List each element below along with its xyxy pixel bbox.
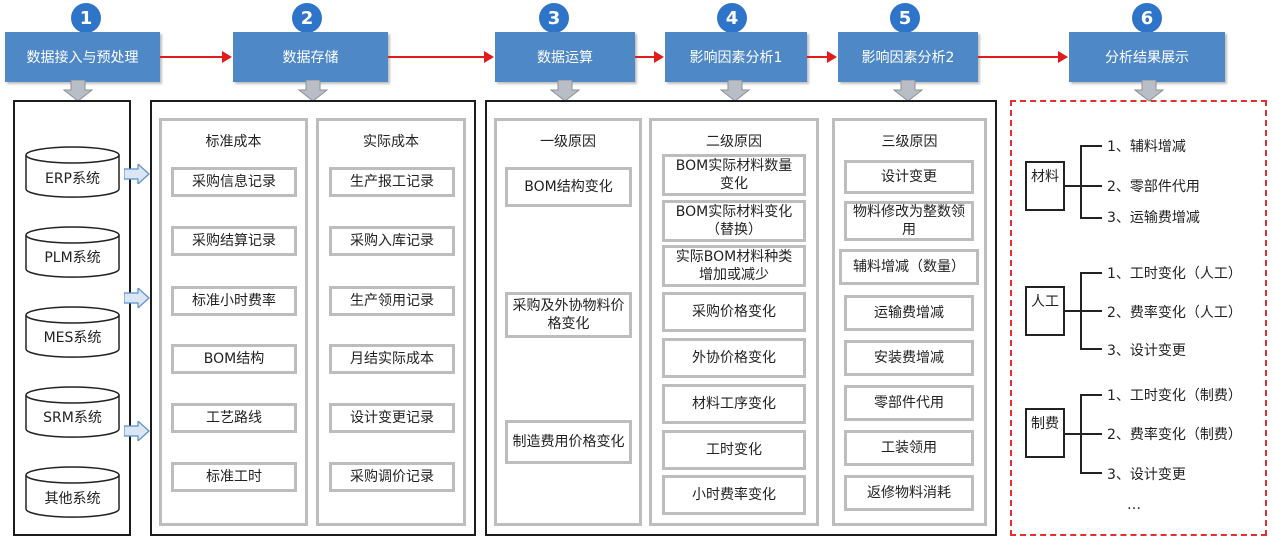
right-arrow-icon bbox=[124, 288, 150, 308]
result-item: 3、设计变更 bbox=[1107, 467, 1186, 483]
stage-data-computation: 数据运算 bbox=[495, 32, 635, 82]
result-item: 3、设计变更 bbox=[1107, 343, 1186, 359]
actual-cost-item: 月结实际成本 bbox=[329, 344, 455, 374]
standard-cost-item: BOM结构 bbox=[171, 344, 297, 374]
level1-reason-item: BOM结构变化 bbox=[505, 167, 632, 207]
level3-reason-title: 三级原因 bbox=[881, 134, 938, 150]
actual-cost-item: 设计变更记录 bbox=[329, 403, 455, 433]
step-3-badge: 3 bbox=[539, 3, 569, 33]
stage-data-ingestion: 数据接入与预处理 bbox=[5, 32, 160, 82]
level3-reason-item: 设计变更 bbox=[844, 160, 974, 194]
step-1-badge: 1 bbox=[71, 3, 101, 33]
level3-reason-item: 零部件代用 bbox=[844, 385, 974, 421]
result-item: 3、运输费增减 bbox=[1107, 210, 1200, 226]
result-category: 制费 bbox=[1025, 408, 1065, 458]
down-arrow-4 bbox=[720, 80, 750, 102]
database-icon bbox=[25, 466, 120, 518]
system-label: PLM系统 bbox=[44, 250, 101, 266]
step-2-badge: 2 bbox=[292, 3, 322, 33]
level2-reason-item: 材料工序变化 bbox=[662, 384, 806, 424]
level2-reason-title: 二级原因 bbox=[706, 134, 762, 150]
stage-factor-analysis-1: 影响因素分析1 bbox=[665, 32, 807, 82]
result-item: 1、工时变化（人工） bbox=[1107, 266, 1242, 282]
level3-reason-item: 工装领用 bbox=[844, 430, 974, 466]
result-item: 2、费率变化（制费） bbox=[1107, 427, 1242, 443]
stage-result-display: 分析结果展示 bbox=[1069, 32, 1225, 82]
standard-cost-item: 采购结算记录 bbox=[171, 226, 297, 256]
level3-reason-item: 辅料增减（数量） bbox=[839, 249, 979, 285]
actual-cost-item: 采购入库记录 bbox=[329, 226, 455, 256]
standard-cost-item: 工艺路线 bbox=[171, 403, 297, 433]
system-label: 其他系统 bbox=[44, 491, 101, 507]
level1-reason-item: 采购及外协物料价格变化 bbox=[505, 292, 632, 338]
step-6-badge: 6 bbox=[1132, 3, 1162, 33]
level1-reason-item: 制造费用价格变化 bbox=[505, 420, 632, 464]
standard-cost-title: 标准成本 bbox=[205, 134, 262, 150]
database-icon bbox=[25, 306, 120, 358]
level1-reason-title: 一级原因 bbox=[540, 134, 596, 150]
level2-reason-item: BOM实际材料数量变化 bbox=[662, 154, 806, 196]
step-5-badge: 5 bbox=[890, 3, 920, 33]
level3-reason-item: 安装费增减 bbox=[844, 340, 974, 376]
right-arrow-icon bbox=[124, 421, 150, 441]
system-label: MES系统 bbox=[43, 330, 102, 346]
down-arrow-5 bbox=[893, 80, 923, 102]
level3-reason-item: 运输费增减 bbox=[844, 295, 974, 331]
system-label: ERP系统 bbox=[44, 171, 100, 187]
standard-cost-item: 采购信息记录 bbox=[171, 167, 297, 197]
down-arrow-6 bbox=[1134, 80, 1164, 102]
stage-factor-analysis-2: 影响因素分析2 bbox=[838, 32, 978, 82]
level3-reason-item: 物料修改为整数领用 bbox=[844, 201, 974, 241]
database-icon bbox=[25, 226, 120, 278]
level2-reason-item: BOM实际材料变化（替换） bbox=[662, 200, 806, 242]
result-item: 2、零部件代用 bbox=[1107, 179, 1200, 195]
actual-cost-item: 生产领用记录 bbox=[329, 286, 455, 316]
system-label: SRM系统 bbox=[43, 410, 102, 426]
result-item: 1、工时变化（制费） bbox=[1107, 388, 1242, 404]
database-icon bbox=[25, 146, 120, 198]
level2-reason-item: 采购价格变化 bbox=[662, 292, 806, 332]
result-item: 1、辅料增减 bbox=[1107, 139, 1186, 155]
level3-reason-item: 返修物料消耗 bbox=[844, 475, 974, 511]
right-arrow-icon bbox=[124, 164, 150, 184]
standard-cost-item: 标准工时 bbox=[171, 462, 297, 492]
level2-reason-item: 外协价格变化 bbox=[662, 338, 806, 378]
level2-reason-item: 工时变化 bbox=[662, 430, 806, 470]
stage-data-storage: 数据存储 bbox=[233, 32, 388, 82]
standard-cost-item: 标准小时费率 bbox=[171, 286, 297, 316]
step-4-badge: 4 bbox=[717, 3, 747, 33]
down-arrow-2 bbox=[298, 80, 328, 102]
result-item: 2、费率变化（人工） bbox=[1107, 305, 1242, 321]
results-panel bbox=[1010, 100, 1267, 536]
actual-cost-title: 实际成本 bbox=[363, 134, 419, 150]
ellipsis: … bbox=[1127, 497, 1141, 513]
level2-reason-item: 实际BOM材料种类增加或减少 bbox=[662, 245, 806, 287]
database-icon bbox=[25, 386, 120, 438]
down-arrow-1 bbox=[63, 80, 93, 102]
result-category: 材料 bbox=[1025, 161, 1065, 211]
down-arrow-3 bbox=[550, 80, 580, 102]
actual-cost-item: 采购调价记录 bbox=[329, 462, 455, 492]
level2-reason-item: 小时费率变化 bbox=[662, 475, 806, 515]
result-category: 人工 bbox=[1025, 286, 1065, 336]
actual-cost-item: 生产报工记录 bbox=[329, 167, 455, 197]
